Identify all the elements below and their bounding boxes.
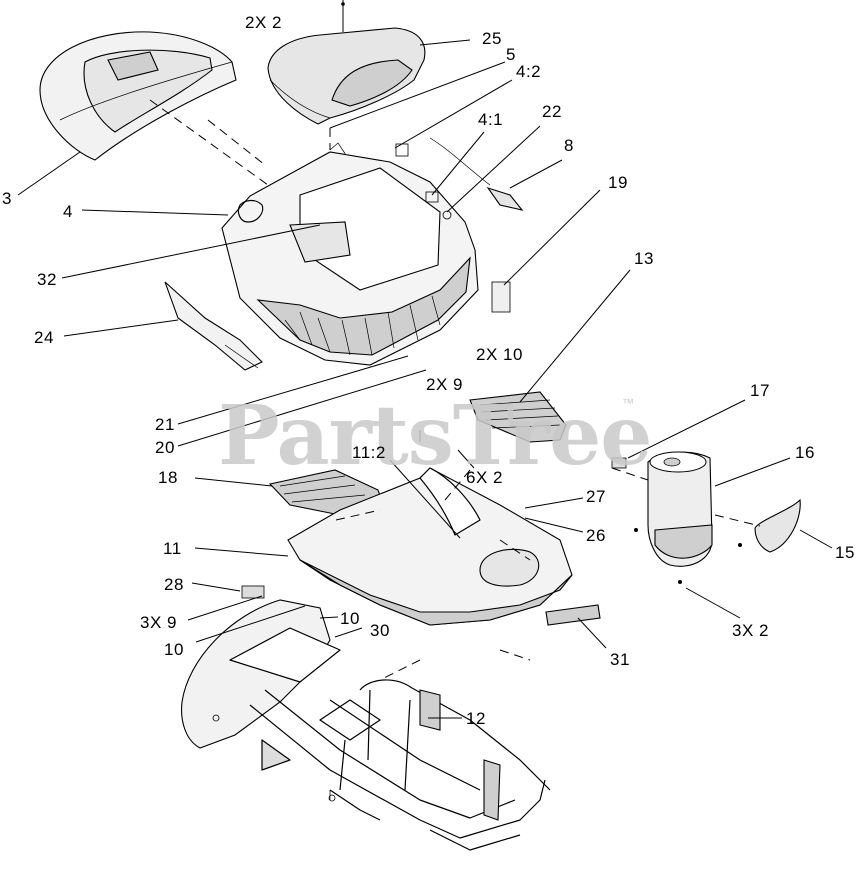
callout-3x2: 3X 2 xyxy=(732,621,769,640)
seat-cushion-part xyxy=(267,0,426,125)
callout-30: 30 xyxy=(370,621,390,640)
callout-20: 20 xyxy=(155,438,175,457)
callout-3: 3 xyxy=(2,189,12,208)
callout-11-2: 11:2 xyxy=(352,443,386,462)
leader-lines xyxy=(17,39,833,719)
steering-tower-part xyxy=(611,451,801,584)
small-hardware-parts xyxy=(425,137,524,313)
foot-mat-right-part xyxy=(469,391,567,443)
callout-17: 17 xyxy=(750,381,770,400)
watermark-text: PartsTree xyxy=(218,388,652,484)
callout-25: 25 xyxy=(482,29,502,48)
callout-15: 15 xyxy=(835,543,855,562)
plate-28-part xyxy=(241,585,265,599)
callout-27: 27 xyxy=(586,487,606,506)
callout-12: 12 xyxy=(466,709,486,728)
callout-13: 13 xyxy=(634,249,654,268)
callout-16: 16 xyxy=(795,443,815,462)
seat-cover-part xyxy=(39,31,237,161)
callout-11: 11 xyxy=(163,539,182,558)
callout-24: 24 xyxy=(34,328,54,347)
callout-32: 32 xyxy=(37,270,57,289)
callout-10-lower: 10 xyxy=(164,640,184,659)
callout-8: 8 xyxy=(564,136,574,155)
decal-strip-part xyxy=(545,604,601,626)
callout-18: 18 xyxy=(158,468,178,487)
callout-4: 4 xyxy=(63,202,73,221)
callout-3x9: 3X 9 xyxy=(140,613,177,632)
watermark-trademark: ™ xyxy=(622,396,634,410)
callout-19: 19 xyxy=(608,173,628,192)
callout-21: 21 xyxy=(155,415,175,434)
callout-4-2: 4:2 xyxy=(516,62,542,81)
callout-6x2: 6X 2 xyxy=(466,468,503,487)
lower-body-part xyxy=(287,467,573,626)
callout-10-upper: 10 xyxy=(340,609,360,628)
callout-26: 26 xyxy=(586,526,606,545)
callout-2x10: 2X 10 xyxy=(476,345,523,364)
side-decal-part xyxy=(164,281,263,371)
callout-28: 28 xyxy=(164,575,184,594)
callout-31: 31 xyxy=(610,650,630,669)
callout-5: 5 xyxy=(506,45,516,64)
hood-body-part xyxy=(221,142,479,366)
callout-22: 22 xyxy=(542,102,562,121)
frame-part xyxy=(181,599,551,851)
callout-4-1: 4:1 xyxy=(478,110,504,129)
callout-2x9: 2X 9 xyxy=(426,375,463,394)
callout-2x2-top: 2X 2 xyxy=(245,13,282,32)
